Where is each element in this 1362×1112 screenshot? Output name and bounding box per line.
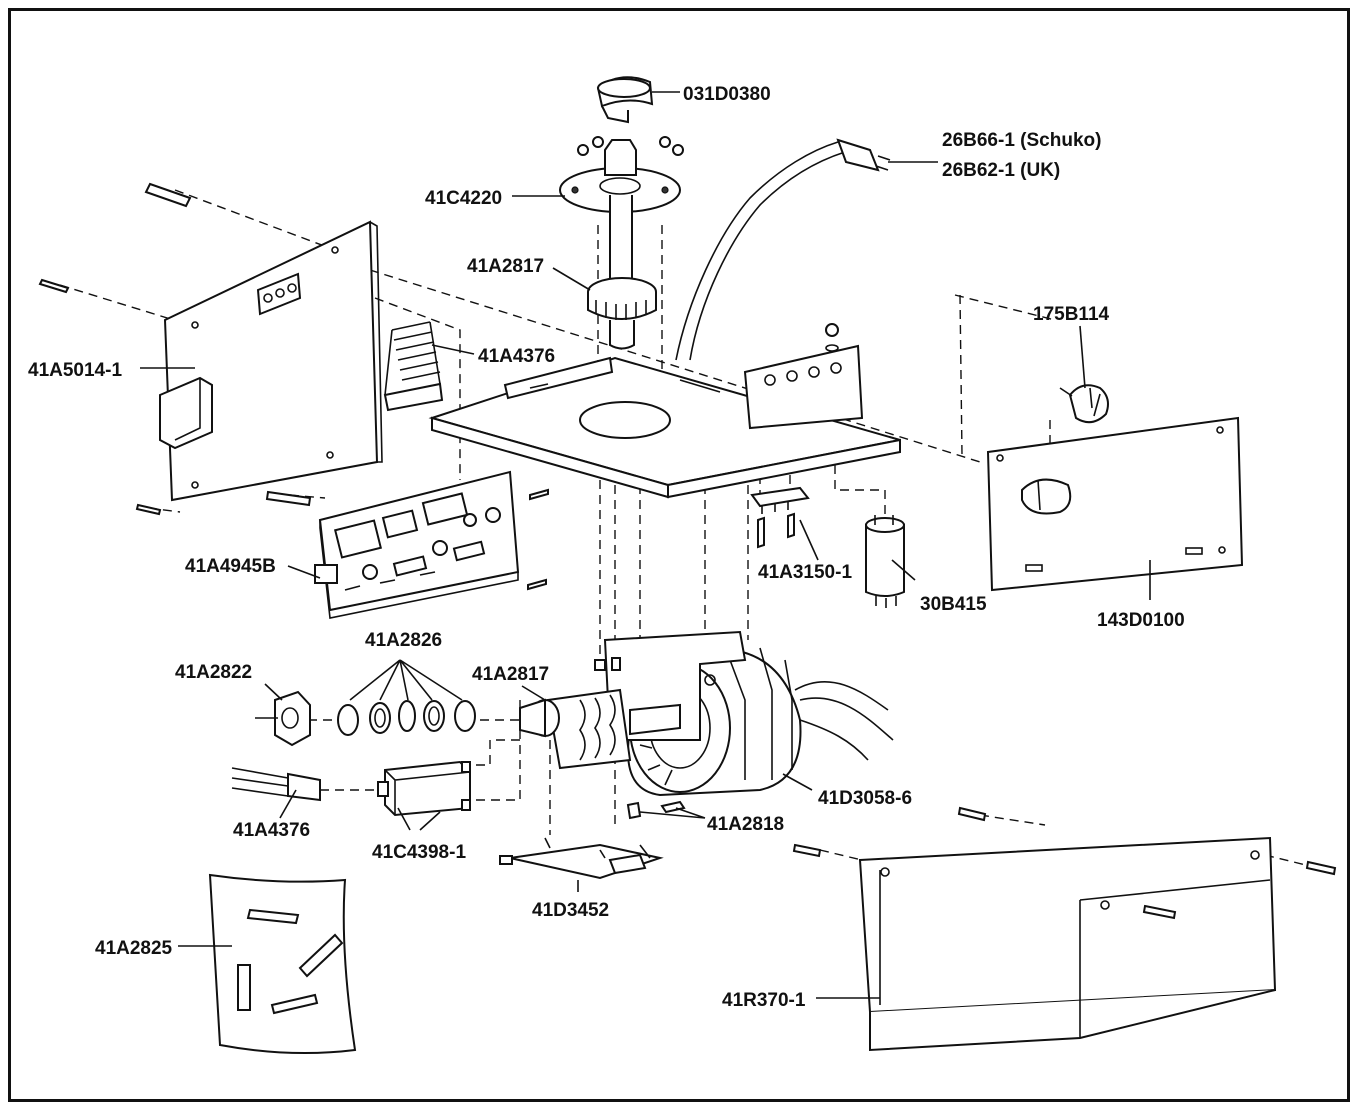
limit-switch-41C4398-1	[377, 760, 471, 817]
label-41A2825: 41A2825	[95, 938, 173, 959]
label-41A4945B: 41A4945B	[185, 556, 276, 577]
label-41A2817-lower: 41A2817	[472, 664, 549, 685]
diagram-frame	[8, 8, 1350, 1102]
label-031D0380: 031D0380	[683, 84, 771, 105]
cover-panel-41A5014-1	[159, 220, 383, 502]
label-41A2826: 41A2826	[365, 630, 442, 651]
end-cap-031D0380	[596, 76, 654, 124]
label-26B66-1: 26B66-1 (Schuko)	[942, 130, 1101, 151]
label-143D0100: 143D0100	[1097, 610, 1185, 631]
label-41A3150-1: 41A3150-1	[758, 562, 852, 583]
leader-lines	[140, 91, 1151, 999]
label-41A5014-1: 41A5014-1	[28, 360, 122, 381]
label-30B415: 30B415	[920, 594, 987, 615]
worm-gear-41A2817-lower	[519, 688, 681, 770]
power-cord-26B66-1	[675, 138, 891, 361]
label-41D3058-6: 41D3058-6	[818, 788, 912, 809]
knob-175B114	[1059, 384, 1109, 424]
sprocket-assembly-41C4220	[559, 136, 684, 286]
label-41C4220: 41C4220	[425, 188, 502, 209]
screws-cover	[38, 182, 312, 516]
logic-board-41A4945B	[314, 470, 549, 619]
label-41A2817-top: 41A2817	[467, 256, 544, 277]
label-41A4376-lower: 41A4376	[233, 820, 310, 841]
terminal-block-41A3150-1	[750, 486, 810, 549]
bracket-41D3452	[499, 837, 664, 880]
label-41C4398-1: 41C4398-1	[372, 842, 466, 863]
screws-41A2818	[626, 800, 686, 820]
bearing-set-41A2826	[337, 700, 476, 736]
label-41A2818: 41A2818	[707, 814, 784, 835]
label-41R370-1: 41R370-1	[722, 990, 806, 1011]
label-41D3452: 41D3452	[532, 900, 609, 921]
hardware-bag-41A2825	[208, 873, 357, 1055]
label-26B62-1: 26B62-1 (UK)	[942, 160, 1060, 181]
part-labels: 031D0380 26B66-1 (Schuko) 26B62-1 (UK) 4…	[28, 84, 1185, 1011]
chassis-plate	[428, 323, 901, 499]
end-panel-143D0100	[986, 416, 1244, 592]
label-41A2822: 41A2822	[175, 662, 252, 683]
capacitor-30B415	[865, 515, 905, 608]
mounting-bracket-41R370-1	[792, 806, 1337, 1052]
end-cover-41A2822	[255, 690, 311, 747]
label-175B114: 175B114	[1033, 304, 1110, 325]
worm-gear-41A2817-top	[587, 277, 657, 350]
wire-harness-41A4376	[231, 767, 321, 802]
ribbon-cable-41A4376	[383, 321, 444, 412]
label-41A4376-top: 41A4376	[478, 346, 555, 367]
